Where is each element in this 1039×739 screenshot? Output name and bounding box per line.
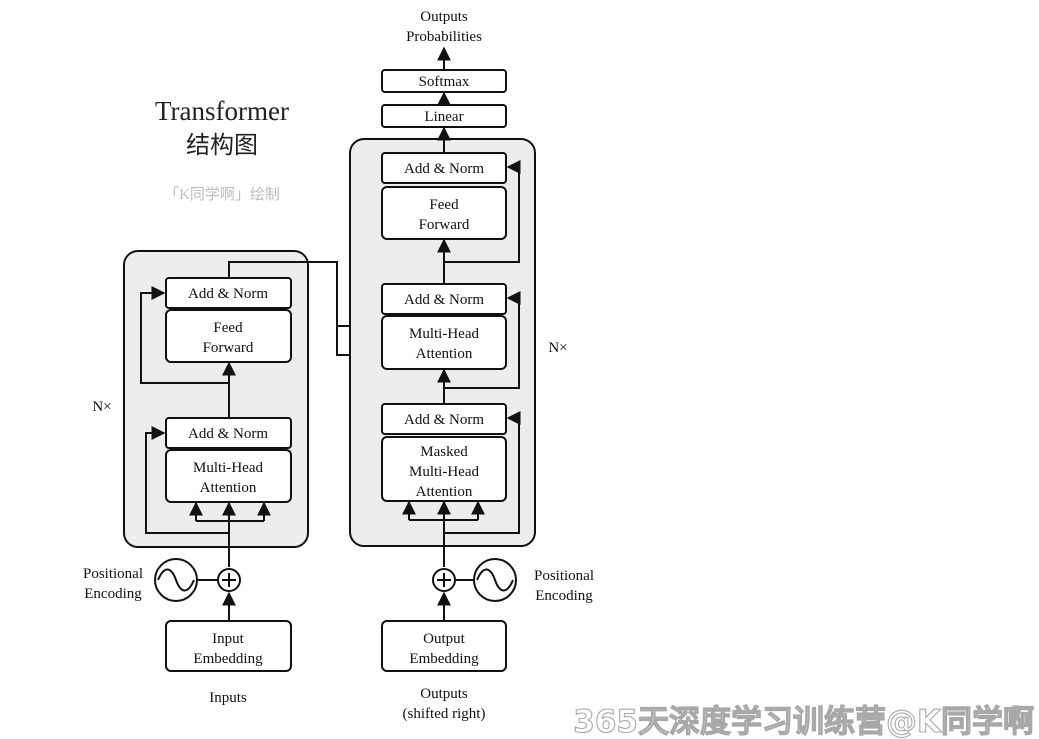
decoder-repeat-label: N× [548,340,567,356]
encoder-feed-forward-line1: Feed [213,320,243,336]
input-embedding-line1: Input [212,631,244,647]
output-probabilities-line2: Probabilities [406,29,482,45]
encoder-repeat-label: N× [92,399,111,415]
decoder-sine-wave-icon [473,558,517,602]
decoder-feed-forward-line1: Feed [429,197,459,213]
encoder-multi-head-attention: Multi-Head Attention [165,449,292,503]
watermark: 365天深度学习训练营@K同学啊 [573,704,1034,739]
diagram-title: Transformer [155,96,289,126]
encoder-positional-encoding-line2: Encoding [84,586,142,602]
decoder-feed-forward: Feed Forward [381,186,507,240]
encoder-add-norm-bottom-label: Add & Norm [188,426,268,442]
decoder-masked-attention-line2: Multi-Head [409,464,479,480]
encoder-sine-wave-icon [154,558,198,602]
input-embedding-line2: Embedding [193,651,263,667]
inputs-label: Inputs [209,690,247,706]
encoder-attention-line2: Attention [200,480,257,496]
decoder-cross-attention-line1: Multi-Head [409,326,479,342]
decoder-positional-encoding-line2: Encoding [535,588,593,604]
outputs-shifted-line1: Outputs [420,686,468,702]
diagram-subtitle: 结构图 [186,132,258,159]
output-embedding: Output Embedding [381,620,507,672]
encoder-add-norm-top: Add & Norm [165,277,292,309]
softmax-layer: Softmax [381,69,507,93]
outputs-shifted-line2: (shifted right) [403,706,486,722]
linear-layer: Linear [381,104,507,128]
linear-label: Linear [424,109,463,125]
decoder-add-symbol [432,568,456,592]
decoder-add-norm-mid-label: Add & Norm [404,292,484,308]
encoder-attention-line1: Multi-Head [193,460,263,476]
encoder-add-symbol [217,568,241,592]
decoder-cross-attention: Multi-Head Attention [381,315,507,370]
encoder-feed-forward-line2: Forward [203,340,254,356]
output-embedding-line1: Output [423,631,466,647]
encoder-positional-encoding-line1: Positional [83,566,143,582]
decoder-add-norm-top: Add & Norm [381,152,507,184]
decoder-connections [402,46,521,620]
output-probabilities-line1: Outputs [420,9,468,25]
encoder-add-norm-bottom: Add & Norm [165,417,292,449]
decoder-add-norm-mid: Add & Norm [381,283,507,315]
decoder-masked-attention-line3: Attention [416,484,473,500]
diagram-credit: 「K同学啊」绘制 [164,186,280,203]
output-embedding-line2: Embedding [409,651,479,667]
decoder-masked-attention-line1: Masked [420,444,468,460]
decoder-add-norm-bottom: Add & Norm [381,403,507,435]
softmax-label: Softmax [419,74,470,90]
decoder-positional-encoding-line1: Positional [534,568,594,584]
decoder-masked-attention: Masked Multi-Head Attention [381,436,507,502]
input-embedding: Input Embedding [165,620,292,672]
decoder-cross-attention-line2: Attention [416,346,473,362]
encoder-add-norm-top-label: Add & Norm [188,286,268,302]
encoder-feed-forward: Feed Forward [165,309,292,363]
decoder-add-norm-top-label: Add & Norm [404,161,484,177]
decoder-add-norm-bottom-label: Add & Norm [404,412,484,428]
decoder-feed-forward-line2: Forward [419,217,470,233]
